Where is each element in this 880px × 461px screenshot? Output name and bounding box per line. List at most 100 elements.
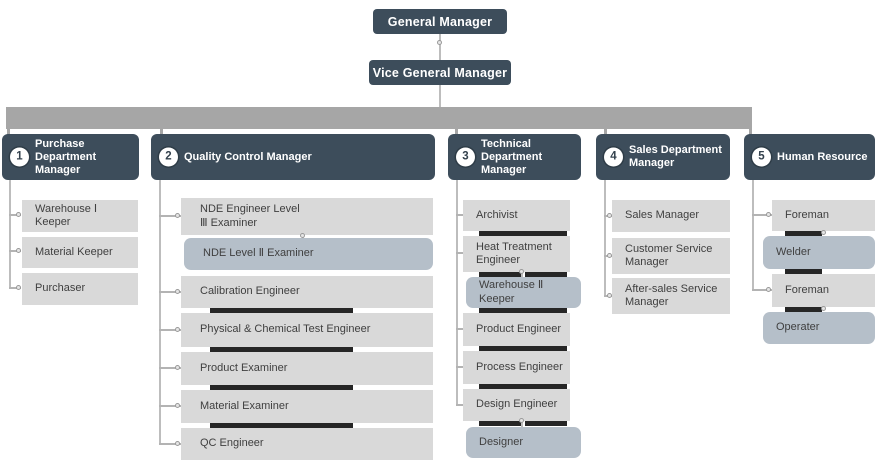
separator-bar xyxy=(479,346,567,351)
role-product-engineer: Product Engineer xyxy=(463,313,570,346)
connector-line xyxy=(604,180,606,296)
separator-bar xyxy=(210,423,353,428)
role-design-engineer: Design Engineer xyxy=(463,389,570,421)
role-process-engineer: Process Engineer xyxy=(463,351,570,384)
connector-dot xyxy=(437,40,442,45)
role-welder: Welder xyxy=(763,236,875,269)
separator-bar xyxy=(479,231,567,236)
dept-header-sales: 4 Sales Department Manager xyxy=(596,134,730,180)
vice-general-manager-node: Vice General Manager xyxy=(369,60,511,85)
dept-number-badge: 4 xyxy=(604,147,623,167)
connector-line xyxy=(439,85,441,108)
connector-dot xyxy=(821,230,826,235)
separator-bar xyxy=(785,269,822,274)
connector-line xyxy=(159,367,181,369)
connector-dot xyxy=(821,306,826,311)
connector-dot xyxy=(175,327,180,332)
connector-line xyxy=(456,404,464,406)
connector-dot xyxy=(16,248,21,253)
dept-number-badge: 3 xyxy=(456,147,475,167)
bus-stub xyxy=(749,129,752,135)
bus-stub xyxy=(455,129,458,135)
connector-dot xyxy=(300,233,305,238)
dept-number-badge: 2 xyxy=(159,147,178,167)
role-purchaser: Purchaser xyxy=(22,273,138,305)
role-foreman-1: Foreman xyxy=(772,200,875,231)
connector-line xyxy=(456,180,458,406)
separator-bar xyxy=(785,307,822,312)
connector-line xyxy=(456,328,464,330)
bus-stub xyxy=(7,129,10,135)
role-qc-engineer: QC Engineer xyxy=(181,428,433,460)
role-physical-chemical-test-engineer: Physical & Chemical Test Engineer xyxy=(181,313,433,347)
connector-line xyxy=(159,180,161,444)
connector-line xyxy=(456,214,464,216)
separator-bar xyxy=(785,231,822,236)
dept-title: Technical Department Manager xyxy=(481,137,543,176)
role-designer: Designer xyxy=(466,427,581,458)
separator-bar xyxy=(479,421,521,426)
connector-line xyxy=(521,271,523,277)
separator-bar xyxy=(210,347,353,352)
role-warehouse-2-keeper: Warehouse Ⅱ Keeper xyxy=(466,277,581,308)
dept-title: Quality Control Manager xyxy=(184,150,312,163)
connector-dot xyxy=(607,293,612,298)
separator-bar xyxy=(479,308,567,313)
dept-number-badge: 1 xyxy=(10,147,29,167)
connector-dot xyxy=(175,403,180,408)
dept-header-technical: 3 Technical Department Manager xyxy=(448,134,581,180)
connector-line xyxy=(521,420,523,427)
connector-line xyxy=(9,214,21,216)
connector-line xyxy=(9,180,11,289)
connector-line xyxy=(9,287,21,289)
connector-line xyxy=(159,329,181,331)
separator-bar xyxy=(525,272,567,277)
role-material-keeper: Material Keeper xyxy=(22,237,138,268)
connector-dot xyxy=(16,285,21,290)
bus-stub xyxy=(160,129,163,135)
connector-dot xyxy=(16,212,21,217)
role-sales-manager: Sales Manager xyxy=(612,200,730,232)
separator-bar xyxy=(479,272,521,277)
connector-dot xyxy=(607,213,612,218)
role-foreman-2: Foreman xyxy=(772,274,875,307)
connector-line xyxy=(456,366,464,368)
role-heat-treatment-engineer: Heat Treatment Engineer xyxy=(463,236,570,272)
dept-header-quality-control: 2 Quality Control Manager xyxy=(151,134,435,180)
role-warehouse-1-keeper: Warehouse Ⅰ Keeper xyxy=(22,200,138,232)
connector-line xyxy=(439,34,441,60)
role-nde-engineer-level-3-examiner: NDE Engineer Level Ⅲ Examiner xyxy=(181,198,433,235)
org-bus-bar xyxy=(6,107,752,129)
connector-line xyxy=(9,250,21,252)
role-operater: Operater xyxy=(763,312,875,344)
dept-title: Sales Department Manager xyxy=(629,144,722,169)
role-archivist: Archivist xyxy=(463,200,570,231)
dept-number-badge: 5 xyxy=(752,147,771,167)
role-material-examiner: Material Examiner xyxy=(181,390,433,423)
connector-dot xyxy=(607,253,612,258)
connector-dot xyxy=(519,269,524,274)
bus-stub xyxy=(604,129,607,135)
role-nde-level-2-examiner: NDE Level Ⅱ Examiner xyxy=(184,238,433,270)
separator-bar xyxy=(479,384,567,389)
connector-line xyxy=(752,289,772,291)
dept-title: Human Resource xyxy=(777,150,868,163)
role-product-examiner: Product Examiner xyxy=(181,352,433,385)
connector-line xyxy=(159,443,181,445)
connector-dot xyxy=(766,212,771,217)
connector-line xyxy=(159,215,181,217)
separator-bar xyxy=(210,385,353,390)
connector-dot xyxy=(519,418,524,423)
connector-line xyxy=(456,252,464,254)
connector-dot xyxy=(766,287,771,292)
connector-dot xyxy=(175,289,180,294)
role-after-sales-service-manager: After-sales Service Manager xyxy=(612,278,730,314)
connector-dot xyxy=(175,441,180,446)
dept-header-purchase: 1 Purchase Department Manager xyxy=(2,134,139,180)
connector-dot xyxy=(175,213,180,218)
role-customer-service-manager: Customer Service Manager xyxy=(612,238,730,274)
role-calibration-engineer: Calibration Engineer xyxy=(181,276,433,308)
connector-line xyxy=(752,180,754,291)
general-manager-node: General Manager xyxy=(373,9,507,34)
